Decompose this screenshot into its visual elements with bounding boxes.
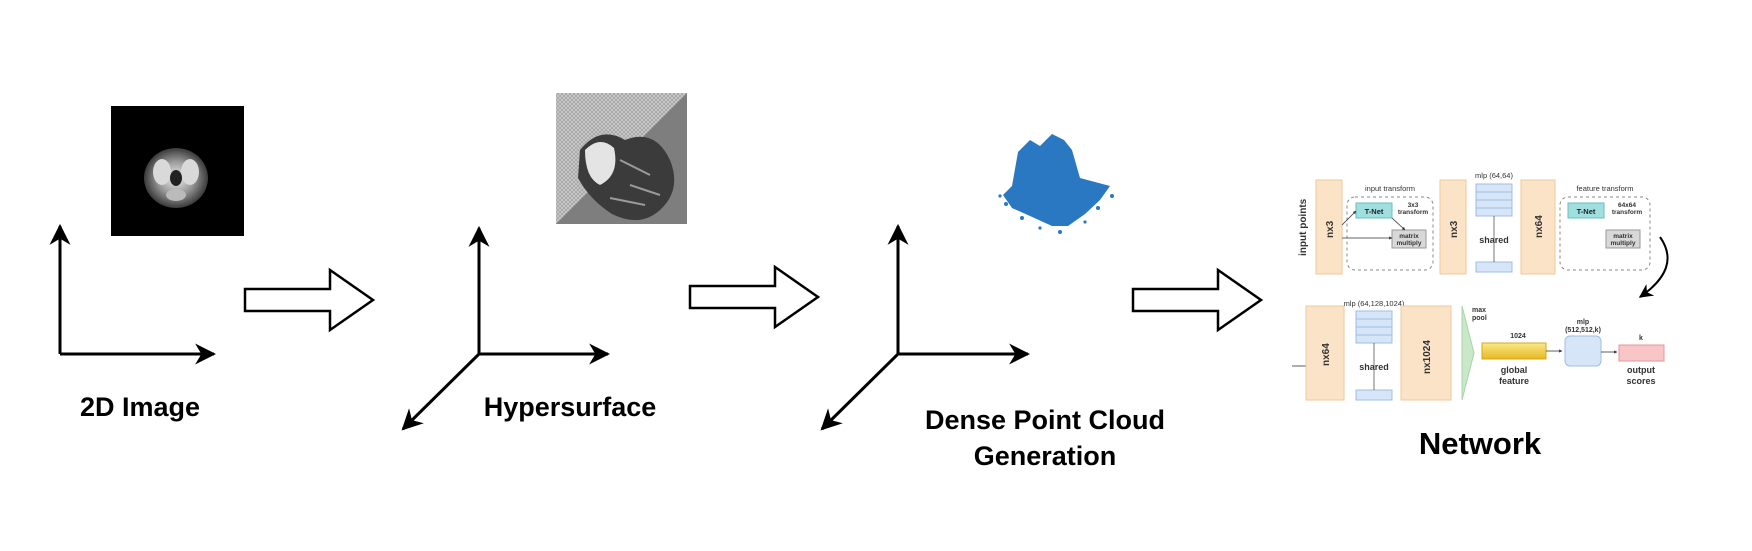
nx3-block-2	[1439, 179, 1467, 275]
mlp-k-block	[1564, 335, 1602, 367]
mlp-1024-label: mlp (64,128,1024)	[1344, 299, 1405, 308]
svg-text:1024: 1024	[1510, 333, 1526, 340]
feature-transform-box	[1559, 196, 1651, 271]
svg-text:output: output	[1627, 365, 1655, 375]
svg-text:nx64: nx64	[1321, 343, 1332, 366]
svg-text:max: max	[1472, 307, 1486, 314]
svg-text:T-Net: T-Net	[1365, 207, 1384, 216]
input-transform-box	[1346, 196, 1434, 271]
svg-text:transform: transform	[1612, 209, 1643, 216]
svg-text:scores: scores	[1626, 376, 1655, 386]
svg-text:shared: shared	[1479, 235, 1509, 245]
svg-text:T-Net: T-Net	[1577, 207, 1596, 216]
tnet-2	[1567, 202, 1605, 219]
point-cloud-image	[998, 134, 1114, 234]
tnet-1	[1355, 202, 1393, 219]
svg-text:nx3: nx3	[1325, 220, 1336, 238]
svg-text:feature: feature	[1499, 376, 1529, 386]
svg-text:matrix: matrix	[1613, 233, 1633, 240]
mri-image	[111, 106, 244, 236]
block-arrow-2	[688, 264, 821, 330]
svg-text:shared: shared	[1359, 362, 1389, 372]
output-scores-bar	[1618, 344, 1665, 362]
input-transform-label: input transform	[1365, 184, 1415, 193]
nx1024-block	[1400, 305, 1452, 401]
axes-2d	[49, 223, 217, 365]
hypersurface-image	[556, 93, 687, 224]
nx64-block-2	[1305, 305, 1345, 401]
svg-text:mlp: mlp	[1577, 319, 1589, 326]
feature-transform-label: feature transform	[1576, 184, 1633, 193]
input-points-label: input points	[1298, 198, 1309, 256]
axes-3d-2	[820, 223, 1031, 431]
label-point-cloud-line1: Dense Point Cloud	[924, 405, 1165, 435]
label-point-cloud-line2: Generation	[973, 441, 1117, 471]
label-2d-image: 2D Image	[79, 392, 201, 422]
svg-text:64x64: 64x64	[1618, 202, 1636, 209]
label-network: Network	[1418, 426, 1542, 461]
block-arrow-1	[243, 267, 376, 333]
svg-text:k: k	[1639, 335, 1643, 342]
svg-text:pool: pool	[1472, 315, 1487, 322]
block-arrow-3	[1131, 267, 1264, 333]
svg-text:nx1024: nx1024	[1422, 340, 1433, 374]
svg-text:transform: transform	[1398, 209, 1429, 216]
nx64-block-1	[1520, 179, 1556, 275]
svg-text:multiply: multiply	[1397, 240, 1422, 247]
svg-text:nx64: nx64	[1534, 215, 1545, 238]
matrix-multiply-2	[1605, 229, 1641, 249]
svg-text:nx3: nx3	[1449, 220, 1460, 238]
svg-text:3x3: 3x3	[1408, 202, 1419, 209]
svg-text:global: global	[1501, 365, 1528, 375]
nx3-block-1	[1315, 179, 1343, 275]
label-hypersurface: Hypersurface	[483, 392, 657, 422]
global-feature-bar	[1481, 342, 1547, 360]
maxpool-wedge	[1461, 305, 1475, 401]
svg-text:(512,512,k): (512,512,k)	[1565, 327, 1601, 334]
axes-3d-1	[401, 225, 611, 431]
network-diagram: input points nx3 input transform T-Net 3…	[1292, 171, 1669, 401]
svg-text:matrix: matrix	[1399, 233, 1419, 240]
mlp-64-label: mlp (64,64)	[1475, 171, 1513, 180]
svg-text:multiply: multiply	[1611, 240, 1636, 247]
row-connector-arrow	[1638, 236, 1669, 298]
